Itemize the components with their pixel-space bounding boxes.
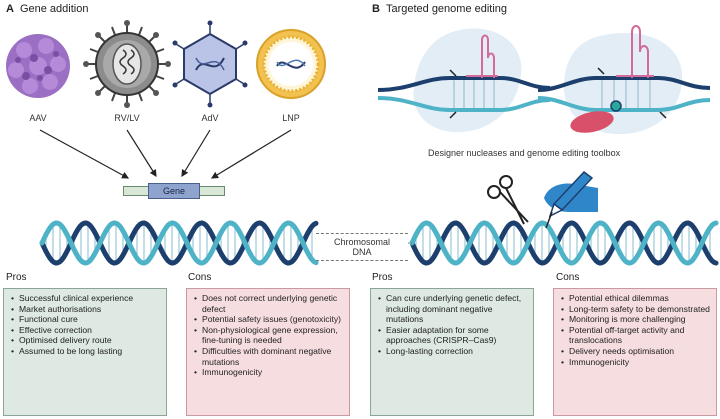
list-item: Delivery needs optimisation bbox=[561, 346, 710, 357]
panel-a-title: A Gene addition bbox=[6, 3, 88, 15]
a-cons-title: Cons bbox=[188, 272, 212, 283]
panel-b-letter: B bbox=[372, 3, 380, 15]
b-cons-box: Potential ethical dilemmasLong-term safe… bbox=[553, 288, 717, 416]
list-item: Potential safety issues (genotoxicity) bbox=[194, 314, 343, 325]
genome-editing-illustrations bbox=[377, 25, 711, 135]
list-item: Potential ethical dilemmas bbox=[561, 293, 710, 304]
a-pros-box: Successful clinical experienceMarket aut… bbox=[3, 288, 167, 416]
list-item: Optimised delivery route bbox=[11, 335, 160, 346]
gene-cassette: Gene bbox=[148, 183, 200, 199]
list-item: Difficulties with dominant negative muta… bbox=[194, 346, 343, 367]
list-item: Easier adaptation for some approaches (C… bbox=[378, 325, 527, 346]
delivery-arrows bbox=[39, 129, 292, 179]
panel-a-title-text: Gene addition bbox=[19, 3, 89, 15]
b-pros-box: Can cure underlying genetic defect, incl… bbox=[370, 288, 534, 416]
b-pros-title: Pros bbox=[372, 272, 393, 283]
list-item: Monitoring is more challenging bbox=[561, 314, 710, 325]
panel-a-letter: A bbox=[6, 3, 14, 15]
b-cons-title: Cons bbox=[556, 272, 580, 283]
list-item: Effective correction bbox=[11, 325, 160, 336]
list-item: Non-physiological gene expression, fine-… bbox=[194, 325, 343, 346]
list-item: Immunogenicity bbox=[194, 367, 343, 378]
vector-label-aav: AAV bbox=[29, 113, 47, 123]
dna-helix-left bbox=[39, 220, 319, 266]
editing-caption: Designer nucleases and genome editing to… bbox=[428, 148, 621, 158]
adenovirus-icon bbox=[172, 20, 248, 108]
a-pros-title: Pros bbox=[6, 272, 27, 283]
list-item: Potential off-target activity and transl… bbox=[561, 325, 710, 346]
dna-helix-right bbox=[409, 220, 719, 266]
vector-label-rvlv: RV/LV bbox=[114, 113, 140, 123]
a-cons-list: Does not correct underlying genetic defe… bbox=[193, 293, 343, 378]
nuclease-complex-1 bbox=[377, 28, 551, 133]
b-pros-list: Can cure underlying genetic defect, incl… bbox=[377, 293, 527, 357]
chromosomal-label-line2: DNA bbox=[352, 247, 372, 257]
list-item: Long-term safety to be demonstrated bbox=[561, 304, 710, 315]
list-item: Can cure underlying genetic defect, incl… bbox=[378, 293, 527, 325]
a-pros-list: Successful clinical experienceMarket aut… bbox=[10, 293, 160, 357]
vector-label-lnp: LNP bbox=[282, 113, 300, 123]
vector-icons bbox=[6, 20, 326, 108]
nuclease-complex-2 bbox=[537, 25, 711, 135]
list-item: Successful clinical experience bbox=[11, 293, 160, 304]
vector-label-adv: AdV bbox=[201, 113, 219, 123]
gene-flank-right bbox=[199, 186, 225, 196]
pen-hand-icon bbox=[544, 170, 598, 229]
list-item: Does not correct underlying genetic defe… bbox=[194, 293, 343, 314]
gene-flank-left bbox=[123, 186, 149, 196]
retrovirus-icon bbox=[83, 20, 171, 108]
list-item: Functional cure bbox=[11, 314, 160, 325]
a-cons-box: Does not correct underlying genetic defe… bbox=[186, 288, 350, 416]
panel-b-title-text: Targeted genome editing bbox=[385, 3, 508, 15]
panel-b-title: B Targeted genome editing bbox=[372, 3, 507, 15]
list-item: Market authorisations bbox=[11, 304, 160, 315]
list-item: Assumed to be long lasting bbox=[11, 346, 160, 357]
lipid-nanoparticle-icon bbox=[256, 29, 326, 99]
scissors-icon bbox=[487, 175, 529, 225]
list-item: Long-lasting correction bbox=[378, 346, 527, 357]
b-cons-list: Potential ethical dilemmasLong-term safe… bbox=[560, 293, 710, 367]
chromosomal-dna-label: Chromosomal DNA bbox=[316, 233, 408, 261]
aav-capsid-icon bbox=[6, 34, 70, 98]
chromosomal-label-line1: Chromosomal bbox=[333, 237, 391, 247]
list-item: Immunogenicity bbox=[561, 357, 710, 368]
editing-tools bbox=[487, 170, 598, 229]
